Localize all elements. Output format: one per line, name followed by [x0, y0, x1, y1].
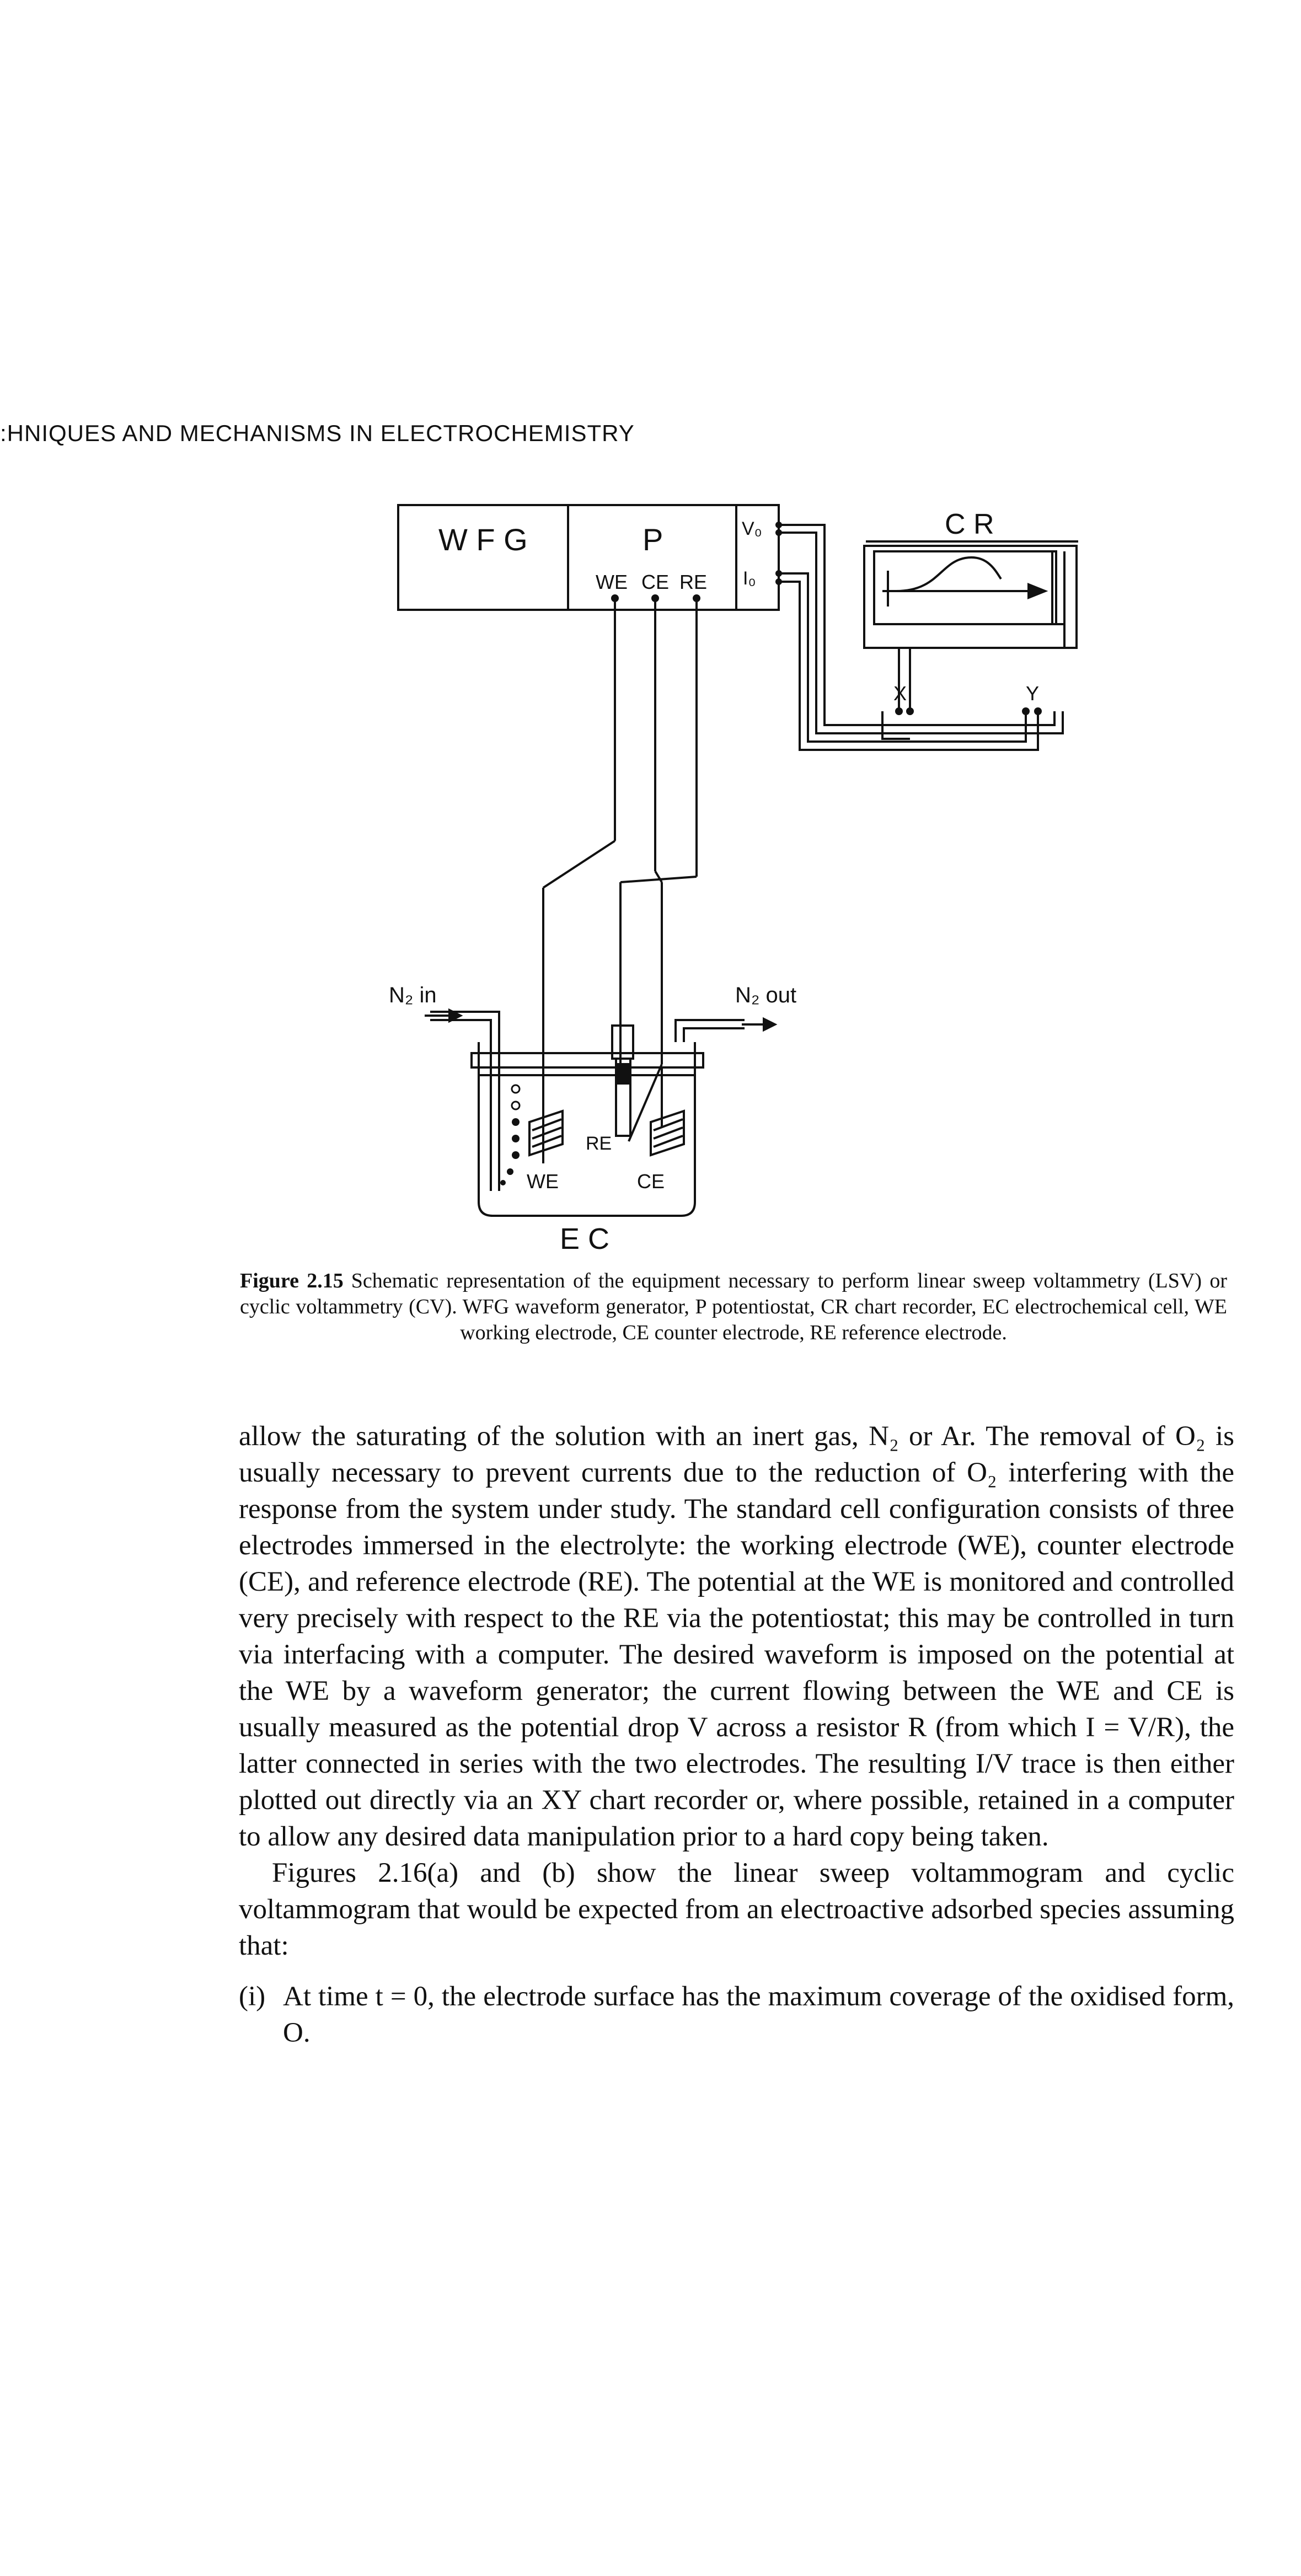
- label-re-terminal: RE: [679, 571, 707, 593]
- label-y: Y: [1026, 682, 1039, 705]
- body-text: allow the saturating of the solution wit…: [239, 1418, 1234, 2051]
- cell-beaker: [478, 1042, 696, 1217]
- running-head: :HNIQUES AND MECHANISMS IN ELECTROCHEMIS…: [0, 420, 635, 446]
- label-v0: V₀: [742, 518, 762, 539]
- list-item-number: (i): [239, 1981, 266, 2012]
- label-ce-cell: CE: [637, 1170, 665, 1193]
- label-ce-terminal: CE: [641, 571, 669, 593]
- figure-caption-text: Schematic representation of the equipmen…: [240, 1269, 1227, 1344]
- label-re-cell: RE: [586, 1133, 612, 1154]
- chart-recorder-box: [863, 545, 1078, 649]
- list-item-text: At time t = 0, the electrode surface has…: [283, 1981, 1234, 2048]
- list-item-i: (i) At time t = 0, the electrode surface…: [239, 1978, 1234, 2051]
- label-x: X: [893, 682, 907, 705]
- figure-caption-label: Figure 2.15: [240, 1269, 344, 1292]
- figure-2-15: W F G P C R WE CE RE V₀ I₀ X Y N₂ in N₂ …: [0, 474, 1301, 1257]
- label-we-terminal: WE: [596, 571, 628, 593]
- label-p: P: [643, 522, 663, 557]
- label-cr: C R: [945, 508, 994, 540]
- equipment-schematic: W F G P C R WE CE RE V₀ I₀ X Y N₂ in N₂ …: [389, 504, 1078, 1255]
- label-n2-in: N₂ in: [389, 983, 437, 1007]
- label-i0: I₀: [743, 568, 756, 589]
- label-ec: E C: [560, 1222, 609, 1255]
- paragraph-1: allow the saturating of the solution wit…: [239, 1421, 1234, 1852]
- label-we-cell: WE: [527, 1170, 559, 1193]
- instrument-box: [397, 504, 780, 611]
- label-n2-out: N₂ out: [735, 983, 796, 1007]
- paragraph-2: Figures 2.16(a) and (b) show the linear …: [239, 1858, 1234, 1961]
- label-wfg: W F G: [438, 522, 528, 557]
